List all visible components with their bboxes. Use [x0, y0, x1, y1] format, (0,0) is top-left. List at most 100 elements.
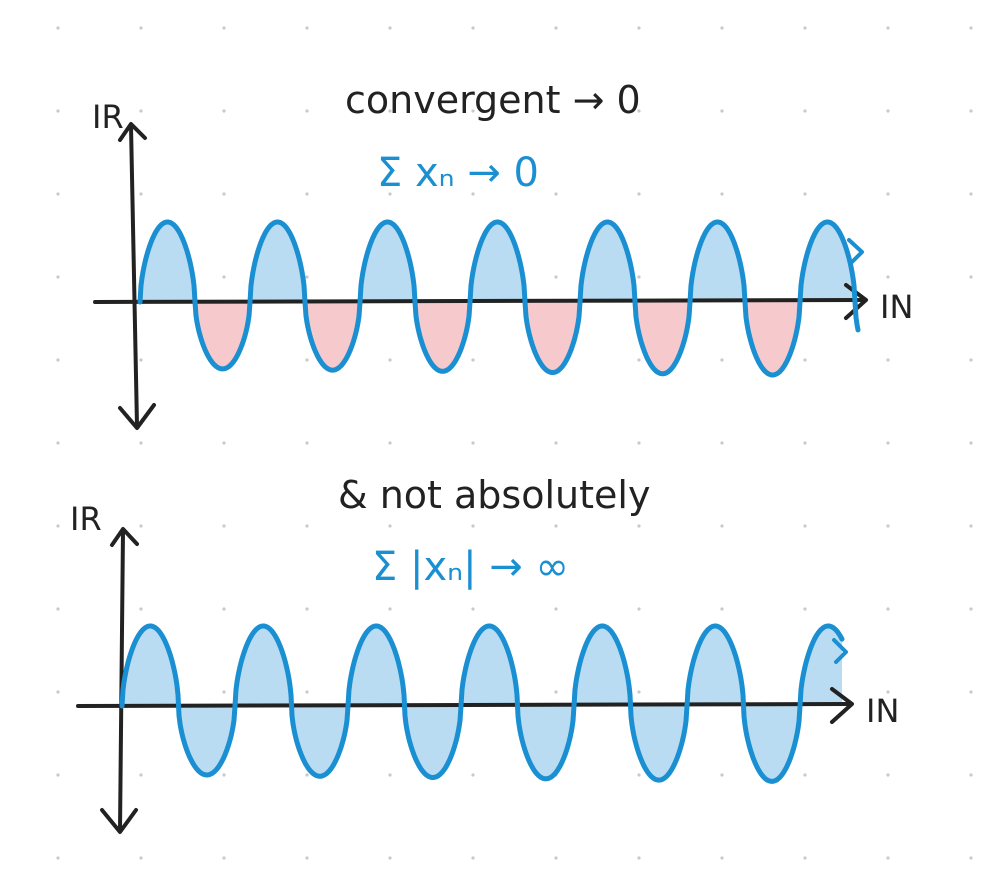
y-axis-down-arrow-icon: [118, 403, 156, 430]
grid-dot: [56, 773, 60, 777]
grid-dot: [139, 441, 143, 445]
grid-dot: [637, 192, 641, 196]
grid-dot: [803, 26, 807, 30]
grid-dot: [222, 690, 226, 694]
grid-dot: [637, 690, 641, 694]
x-axis-label: IN: [880, 288, 913, 326]
y-axis-label: IR: [92, 98, 124, 136]
grid-dot: [471, 192, 475, 196]
grid-dot: [388, 773, 392, 777]
grid-dot: [305, 607, 309, 611]
grid-dot: [969, 441, 973, 445]
grid-dot: [554, 524, 558, 528]
grid-dot: [222, 192, 226, 196]
grid-dot: [222, 441, 226, 445]
grid-dot: [554, 441, 558, 445]
grid-dot: [471, 109, 475, 113]
grid-dot: [139, 524, 143, 528]
grid-dot: [720, 441, 724, 445]
x-axis-label: IN: [866, 692, 899, 730]
curve-arrow-icon: [847, 238, 864, 264]
grid-dot: [969, 192, 973, 196]
oscillating-sequence-curve: [137, 219, 861, 378]
grid-dot: [139, 773, 143, 777]
grid-dot: [637, 109, 641, 113]
grid-dot: [554, 690, 558, 694]
grid-dot: [637, 607, 641, 611]
dot-grid: [56, 26, 973, 860]
grid-dot: [222, 109, 226, 113]
x-axis: [93, 298, 864, 304]
grid-dot: [471, 607, 475, 611]
grid-dot: [388, 26, 392, 30]
grid-dot: [56, 441, 60, 445]
grid-dot: [554, 109, 558, 113]
grid-dot: [388, 358, 392, 362]
negative-area-fill: [122, 706, 842, 782]
grid-dot: [886, 192, 890, 196]
grid-dot: [720, 856, 724, 860]
grid-dot: [56, 26, 60, 30]
grid-dot: [56, 607, 60, 611]
y-axis-up-arrow-icon: [110, 527, 139, 547]
grid-dot: [56, 109, 60, 113]
grid-dot: [305, 109, 309, 113]
grid-dot: [720, 524, 724, 528]
grid-dot: [969, 358, 973, 362]
grid-dot: [720, 358, 724, 362]
y-axis: [118, 529, 125, 832]
grid-dot: [56, 192, 60, 196]
x-axis-arrow-icon: [830, 687, 854, 724]
grid-dot: [803, 109, 807, 113]
grid-dot: [637, 856, 641, 860]
grid-dot: [720, 773, 724, 777]
grid-dot: [803, 856, 807, 860]
grid-dot: [222, 607, 226, 611]
grid-dot: [886, 109, 890, 113]
grid-dot: [222, 275, 226, 279]
grid-dot: [720, 109, 724, 113]
grid-dot: [388, 192, 392, 196]
grid-dot: [222, 856, 226, 860]
grid-dot: [803, 192, 807, 196]
grid-dot: [554, 26, 558, 30]
grid-dot: [139, 607, 143, 611]
grid-dot: [222, 524, 226, 528]
grid-dot: [803, 358, 807, 362]
grid-dot: [471, 441, 475, 445]
grid-dot: [305, 192, 309, 196]
grid-dot: [305, 524, 309, 528]
grid-dot: [803, 524, 807, 528]
y-axis: [129, 124, 139, 428]
grid-dot: [637, 441, 641, 445]
grid-dot: [803, 607, 807, 611]
grid-dot: [886, 856, 890, 860]
grid-dot: [969, 109, 973, 113]
grid-dot: [139, 856, 143, 860]
grid-dot: [471, 856, 475, 860]
grid-dot: [969, 773, 973, 777]
grid-dot: [554, 607, 558, 611]
grid-dot: [886, 524, 890, 528]
grid-dot: [969, 856, 973, 860]
grid-dot: [886, 607, 890, 611]
grid-dot: [388, 524, 392, 528]
grid-dot: [305, 690, 309, 694]
grid-dot: [969, 607, 973, 611]
grid-dot: [637, 358, 641, 362]
grid-dot: [305, 441, 309, 445]
grid-dot: [222, 26, 226, 30]
grid-dot: [139, 109, 143, 113]
grid-dot: [471, 26, 475, 30]
grid-dot: [56, 690, 60, 694]
grid-dot: [969, 524, 973, 528]
grid-dot: [388, 109, 392, 113]
grid-dot: [886, 275, 890, 279]
panel-subtitle: Σ xₙ → 0: [377, 150, 539, 196]
y-axis-up-arrow-icon: [118, 122, 147, 142]
grid-dot: [554, 192, 558, 196]
grid-dot: [471, 358, 475, 362]
grid-dot: [388, 856, 392, 860]
grid-dot: [886, 26, 890, 30]
